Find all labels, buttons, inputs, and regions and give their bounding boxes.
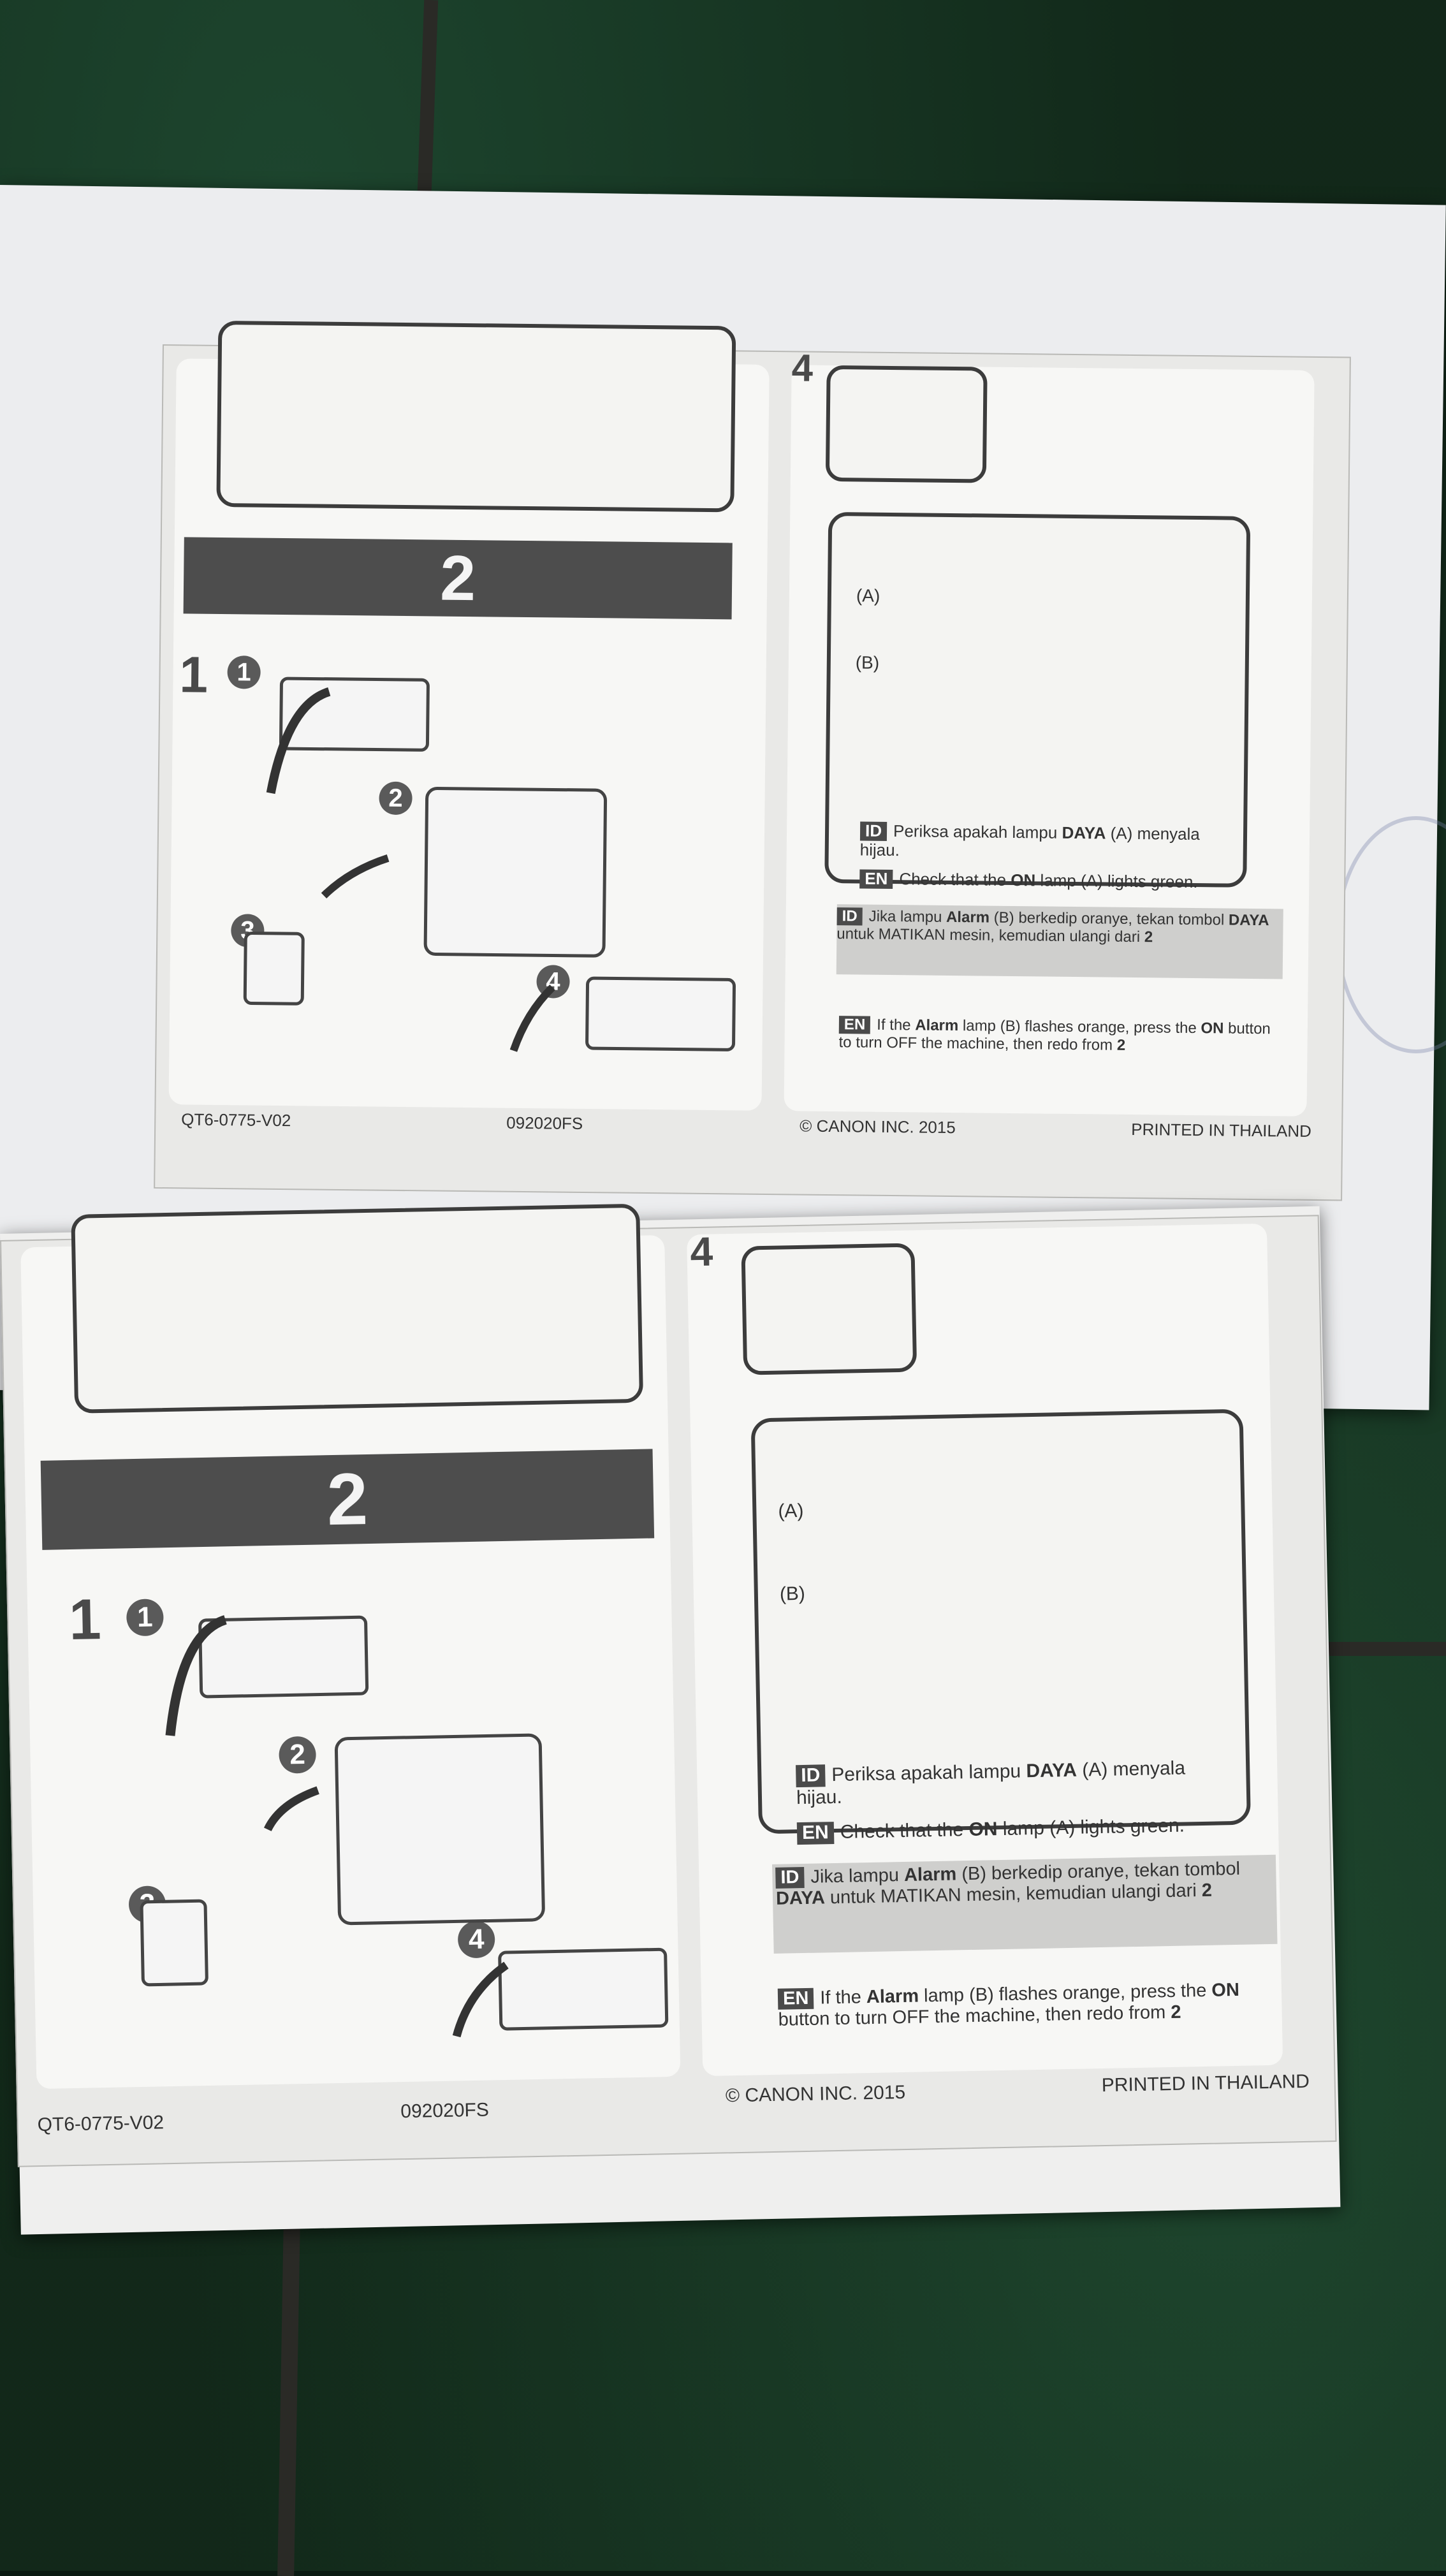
footer-copyright: © CANON INC. 2015	[800, 1116, 956, 1138]
lang-tag-en: EN	[838, 1016, 871, 1034]
step-4-label: 4	[791, 346, 814, 390]
lang-tag-en: EN	[859, 869, 893, 889]
lang-tag-en: EN	[796, 1822, 835, 1845]
footer-printed: PRINTED IN THAILAND	[1101, 2070, 1310, 2097]
footer-batch: 092020FS	[400, 2099, 490, 2123]
footer-code: QT6-0775-V02	[181, 1109, 291, 1131]
lamp-label-a: (A)	[856, 585, 880, 606]
lang-tag-id: ID	[775, 1866, 805, 1889]
lamp-label-b: (B)	[779, 1583, 806, 1605]
lang-tag-id: ID	[836, 907, 863, 926]
footer-copyright: © CANON INC. 2015	[725, 2081, 906, 2107]
footer-batch: 092020FS	[506, 1113, 583, 1133]
lang-tag-id: ID	[859, 821, 887, 841]
lang-tag-id: ID	[796, 1764, 826, 1787]
power-button-box	[825, 365, 988, 483]
power-button-box	[741, 1243, 917, 1375]
printer-illustrations	[140, 1615, 669, 2038]
lamp-label-b: (B)	[855, 652, 880, 673]
step-4-label: 4	[689, 1228, 713, 1275]
lang-tag-en: EN	[777, 1987, 814, 2010]
footer-printed: PRINTED IN THAILAND	[1131, 1119, 1312, 1141]
printer-illustrations	[243, 677, 736, 1052]
footer-code: QT6-0775-V02	[37, 2112, 164, 2136]
lamp-label-a: (A)	[778, 1500, 804, 1522]
